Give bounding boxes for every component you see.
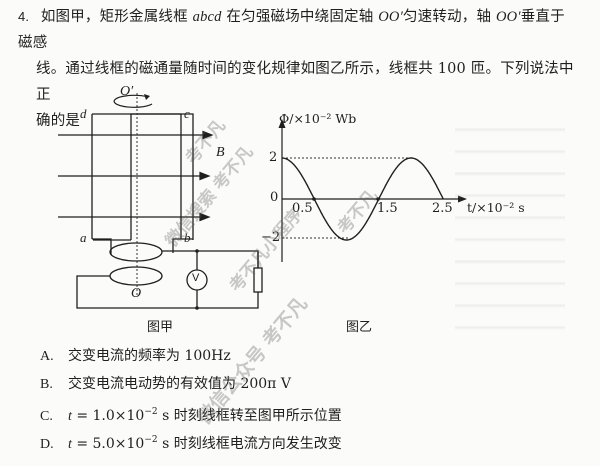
- label-B: B: [216, 145, 225, 160]
- caption-figure-yi: 图乙: [346, 320, 373, 335]
- x-tick-0.5: 0.5: [292, 201, 313, 216]
- x-tick-1.5: 1.5: [377, 201, 398, 216]
- y-tick-0: 0: [270, 190, 279, 205]
- y-tick-2: 2: [269, 150, 278, 165]
- resistor-icon: [253, 267, 263, 293]
- wire-frame: [130, 113, 194, 240]
- label-b: b: [184, 230, 191, 245]
- answer-options: A.交变电流的频率为 100Hz B.交变电流电动势的有效值为 200π V C…: [40, 342, 560, 454]
- option-b[interactable]: B.交变电流电动势的有效值为 200π V: [40, 376, 291, 392]
- label-c: c: [184, 106, 190, 121]
- slip-ring-upper: [109, 242, 163, 262]
- stem-text: 如图甲，矩形金属线框: [40, 9, 193, 25]
- slip-ring-lower: [109, 266, 163, 286]
- rotation-arrow-icon: [113, 94, 153, 108]
- label-a: a: [80, 230, 87, 245]
- axis-label: OO′: [378, 9, 403, 25]
- label-O-prime: O′: [120, 84, 134, 99]
- y-axis-label: Φ/×10⁻² Wb: [279, 111, 357, 126]
- option-a[interactable]: A.交变电流的频率为 100Hz: [40, 348, 231, 364]
- frame-label-abcd: abcd: [192, 9, 222, 25]
- voltmeter-icon: [186, 269, 208, 291]
- option-d[interactable]: D.t = 5.0×10−2 s 时刻线框电流方向发生改变: [40, 435, 342, 452]
- axis-label: OO′: [495, 9, 521, 25]
- stem-text: 在匀强磁场中绕固定轴: [221, 9, 379, 25]
- label-d: d: [80, 106, 87, 121]
- y-tick-neg2: −2: [261, 230, 281, 245]
- voltmeter-label: V: [192, 272, 200, 284]
- x-axis-label: t/×10⁻² s: [467, 200, 525, 215]
- flux-curve: [282, 157, 444, 241]
- stem-line-3: 确的是: [36, 113, 81, 129]
- x-tick-2.5: 2.5: [432, 201, 453, 216]
- figure-yi-graph: [278, 119, 467, 262]
- option-c[interactable]: C.t = 1.0×10−2 s 时刻线框转至图甲所示位置: [40, 407, 342, 424]
- magnetic-field-lines: [58, 130, 214, 222]
- stem-text: 垂直于磁感: [18, 9, 565, 51]
- label-O: O: [131, 286, 142, 301]
- question-number: 4.: [18, 9, 30, 24]
- caption-figure-jia: 图甲: [147, 320, 174, 335]
- stem-line-2: 线。通过线框的磁通量随时间的变化规律如图乙所示，线框共 100 匝。下列说法中正: [36, 61, 574, 103]
- stem-text: 匀速转动，轴: [402, 9, 496, 25]
- question-stem: 4. 如图甲，矩形金属线框 abcd 在匀强磁场中绕固定轴 OO′匀速转动，轴 …: [18, 4, 578, 134]
